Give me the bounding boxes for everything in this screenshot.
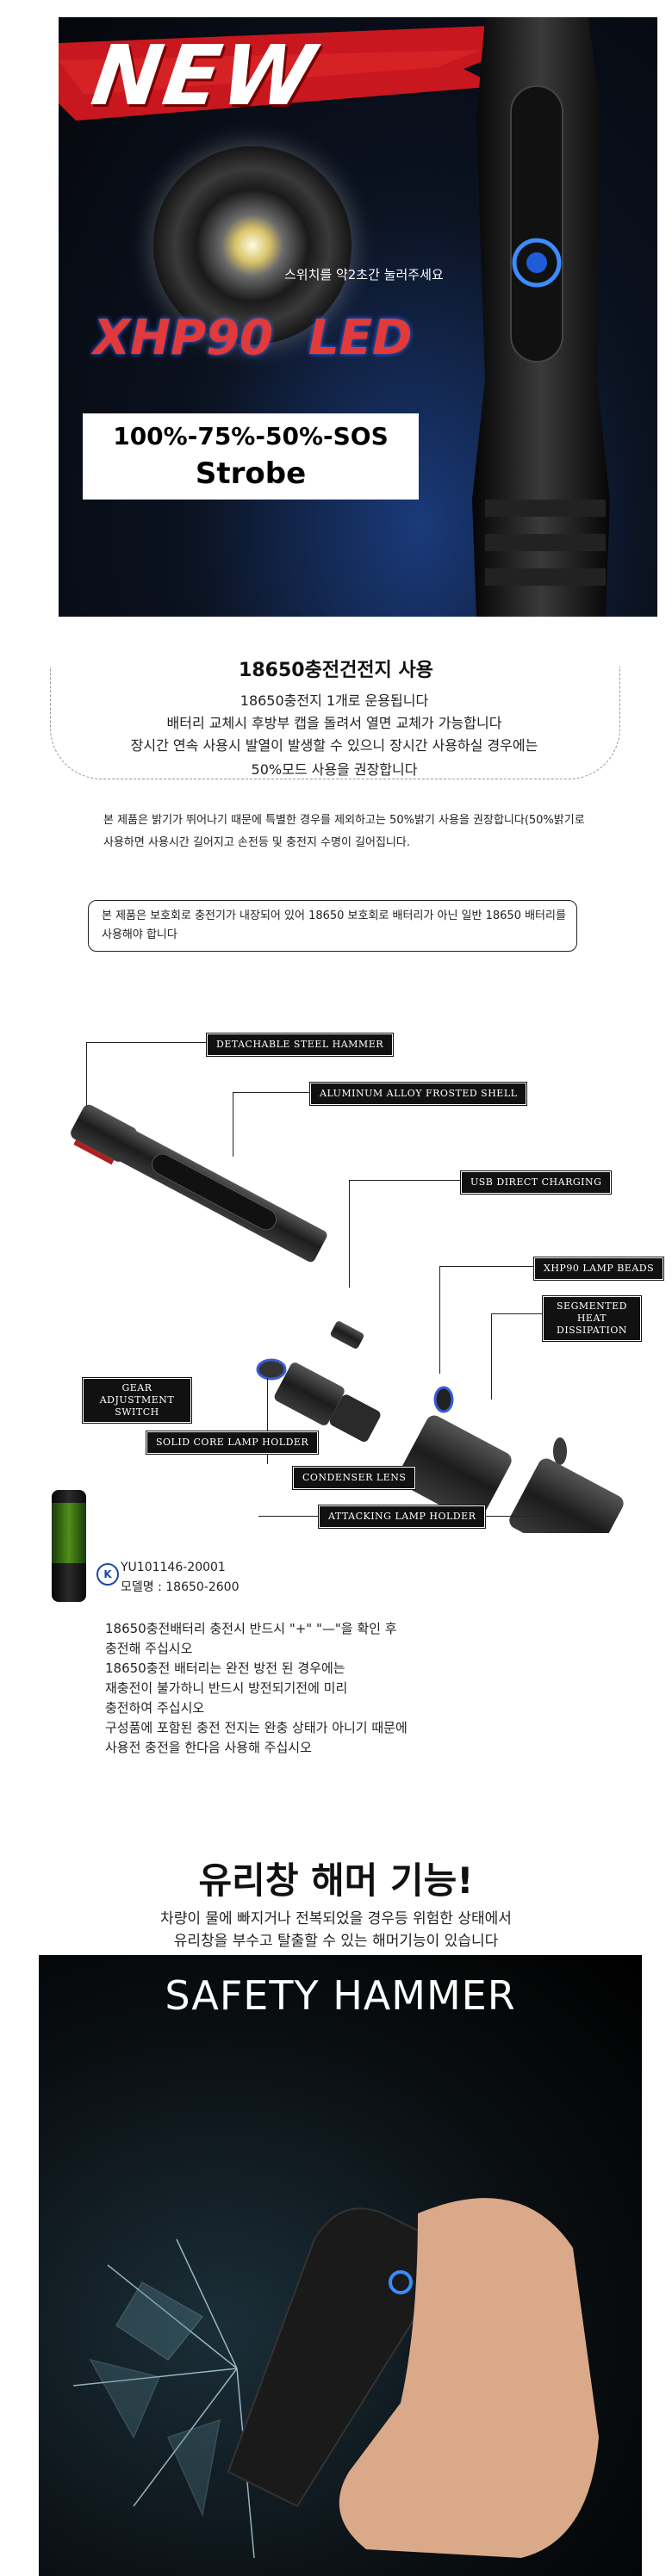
hammer-desc-1: 차량이 물에 빠지거나 전복되었을 경우등 위험한 상태에서 bbox=[160, 1910, 512, 1927]
battery-notice-frame bbox=[50, 667, 620, 779]
battery-line-1: 18650충전지 1개로 운용됩니다 bbox=[240, 692, 429, 709]
caution-line: 구성품에 포함된 충전 전지는 완충 상태가 아니기 때문에 bbox=[105, 1720, 408, 1735]
label-attacking-holder: ATTACKING LAMP HOLDER bbox=[317, 1505, 487, 1529]
caution-line: 18650충전배터리 충전시 반드시 "+" "—"을 확인 후 bbox=[105, 1621, 397, 1636]
leader-hammer-h bbox=[86, 1042, 207, 1043]
hammer-desc-2: 유리창을 부수고 탈출할 수 있는 해머기능이 있습니다 bbox=[173, 1933, 499, 1950]
leader-heat-h bbox=[491, 1313, 543, 1314]
new-badge: NEW bbox=[86, 28, 322, 124]
caution-line: 18650충전 배터리는 완전 방전 된 경우에는 bbox=[105, 1660, 345, 1676]
battery-cell-label bbox=[52, 1503, 86, 1563]
battery-title: 18650충전건전지 사용 bbox=[0, 655, 672, 682]
label-heat-dissipation: SEGMENTED HEAT DISSIPATION bbox=[542, 1295, 642, 1342]
battery-line-3: 장시간 연속 사용시 발열이 발생할 수 있으니 장시간 사용하실 경우에는 bbox=[130, 737, 538, 754]
leader-hammer bbox=[86, 1042, 87, 1107]
leader-beads-h bbox=[439, 1266, 534, 1267]
leader-heat bbox=[491, 1313, 492, 1400]
label-usb-charging: USB DIRECT CHARGING bbox=[459, 1170, 613, 1195]
hero-image: NEW 스위치를 약2초간 눌러주세요 XHP90 LED 100%-75%-5… bbox=[59, 17, 657, 617]
label-gear-switch: GEAR ADJUSTMENT SWITCH bbox=[82, 1377, 192, 1424]
safety-hammer-banner: SAFETY HAMMER bbox=[165, 1972, 516, 2019]
battery-title-text: 18650충전건전지 사용 bbox=[227, 660, 445, 681]
caution-line: 충전해 주십시오 bbox=[105, 1641, 193, 1656]
exploded-diagram: DETACHABLE STEEL HAMMER ALUMINUM ALLOY F… bbox=[60, 1016, 665, 1533]
hammer-scene bbox=[72, 2198, 599, 2559]
label-aluminum-shell: ALUMINUM ALLOY FROSTED SHELL bbox=[308, 1082, 528, 1106]
label-condenser-lens: CONDENSER LENS bbox=[291, 1466, 417, 1490]
battery-line-2: 배터리 교체시 후방부 캡을 돌려서 열면 교체가 가능합니다 bbox=[166, 715, 502, 731]
charging-cautions: 18650충전배터리 충전시 반드시 "+" "—"을 확인 후 충전해 주십시… bbox=[105, 1619, 553, 1758]
hammer-title: 유리창 해머 기능! bbox=[198, 1859, 474, 1902]
kc-certification-icon: K bbox=[96, 1563, 119, 1586]
caution-line: 사용전 충전을 한다음 사용해 주십시오 bbox=[105, 1740, 312, 1755]
leader-usb bbox=[349, 1180, 350, 1288]
chip-type: LED bbox=[308, 310, 413, 366]
caution-line: 재충전이 불가하니 반드시 방전되기전에 미리 bbox=[105, 1680, 348, 1696]
label-detachable-hammer: DETACHABLE STEEL HAMMER bbox=[205, 1033, 395, 1057]
led-lens-closeup bbox=[153, 146, 352, 345]
brightness-modes: 100%-75%-50%-SOS bbox=[113, 422, 389, 450]
red-brush-banner bbox=[59, 26, 507, 121]
chip-model: XHP90 bbox=[93, 310, 274, 366]
battery-warning: 본 제품은 보호회로 충전기가 내장되어 있어 18650 보호회로 배터리가 … bbox=[102, 909, 566, 941]
battery-line-4-text: 50%모드 사용을 권장합니다 bbox=[242, 761, 426, 778]
label-solid-core-holder: SOLID CORE LAMP HOLDER bbox=[145, 1431, 320, 1455]
leader-gear bbox=[267, 1378, 268, 1464]
battery-line-4: 50%모드 사용을 권장합니다 bbox=[50, 758, 619, 779]
safety-hammer-image bbox=[39, 1955, 642, 2576]
exploded-parts-drawing bbox=[71, 1104, 624, 1533]
kc-code: YU101146-20001 bbox=[121, 1561, 226, 1574]
model-name: 모델명 : 18650-2600 bbox=[121, 1580, 240, 1594]
brightness-recommendation: 본 제품은 밝기가 뛰어나기 때문에 특별한 경우를 제외하고는 50%밝기 사… bbox=[103, 814, 585, 849]
leader-beads bbox=[439, 1266, 440, 1374]
leader-shell-h bbox=[233, 1092, 310, 1093]
mode-box bbox=[83, 413, 419, 500]
leader-usb-h bbox=[349, 1180, 461, 1181]
label-lamp-beads: XHP90 LAMP BEADS bbox=[532, 1257, 665, 1281]
switch-instruction: 스위치를 약2초간 눌러주세요 bbox=[284, 267, 444, 282]
strobe-mode: Strobe bbox=[195, 456, 307, 491]
caution-line: 충전하여 주십시오 bbox=[105, 1700, 205, 1716]
flashlight-body bbox=[472, 17, 610, 617]
warning-box bbox=[88, 900, 577, 952]
